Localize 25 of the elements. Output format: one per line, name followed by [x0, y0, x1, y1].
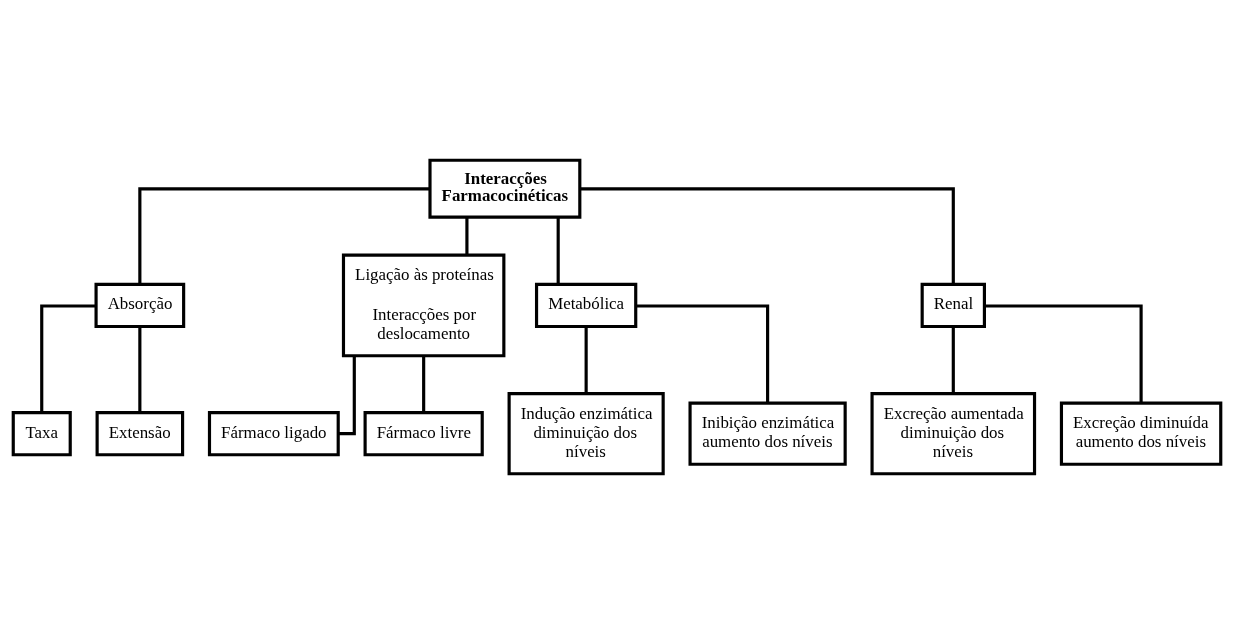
node-box: Indução enzimática diminuição dos níveis: [507, 392, 665, 476]
node-box: Ligação às proteínas Interacções por deslocamento: [341, 253, 506, 358]
connector: [465, 217, 469, 255]
connector: [579, 187, 955, 285]
node-box: Absorção: [94, 282, 186, 329]
node-box: Excreção diminuída aumento dos níveis: [1059, 401, 1223, 466]
connector: [422, 355, 426, 413]
node-box: Metabólica: [534, 282, 638, 329]
node-box: Renal: [920, 282, 986, 329]
connector: [584, 326, 588, 394]
node-box: Interacções Farmacocinéticas: [428, 158, 582, 219]
node-box: Extensão: [95, 411, 185, 457]
node-box: Excreção aumentada diminuição dos níveis: [870, 392, 1037, 476]
connector: [636, 304, 770, 403]
node-box: Inibição enzimática aumento dos níveis: [688, 401, 847, 466]
connector: [556, 217, 560, 285]
node-box: Fármaco livre: [363, 411, 484, 457]
connector: [984, 304, 1143, 403]
connector: [138, 187, 430, 285]
node-box: Fármaco ligado: [207, 411, 340, 457]
connector: [40, 304, 96, 413]
connector: [338, 355, 356, 436]
connector: [138, 326, 142, 413]
connector: [951, 326, 955, 394]
node-box: Taxa: [11, 411, 72, 457]
